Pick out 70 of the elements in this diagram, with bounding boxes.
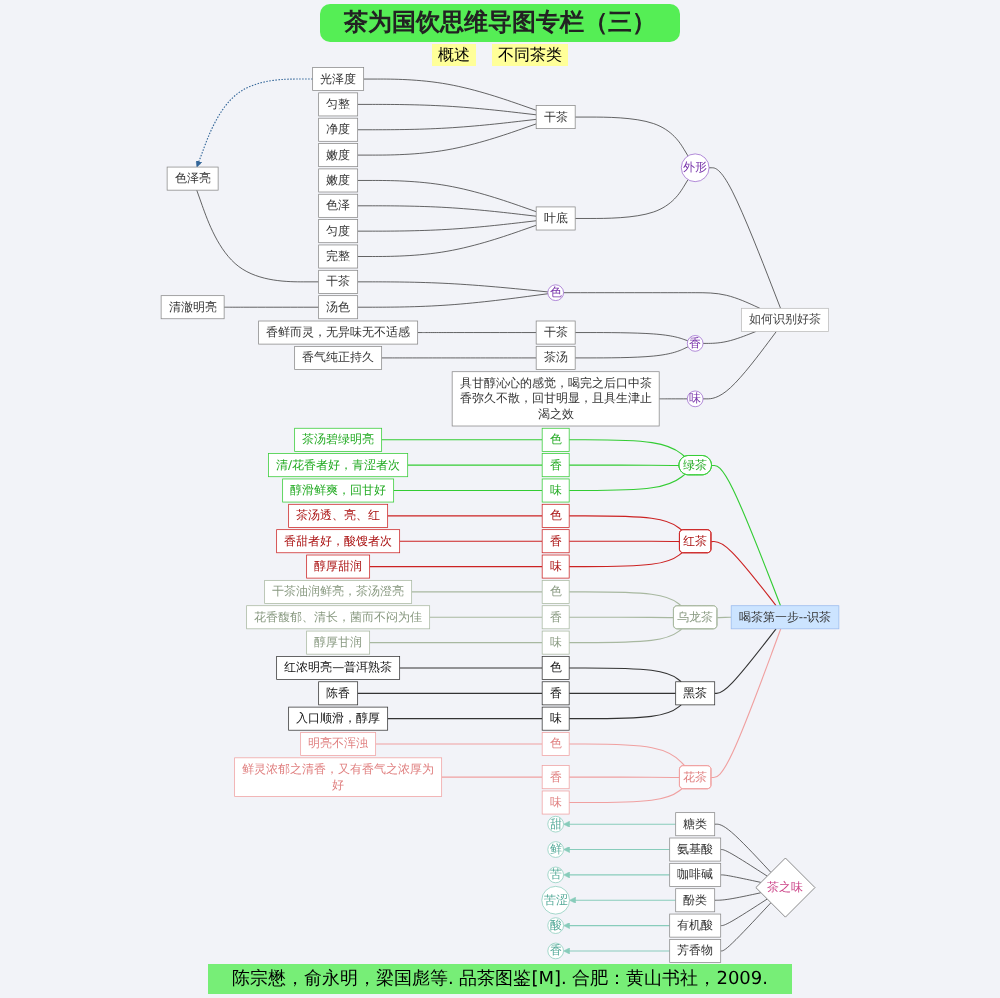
connector	[568, 552, 683, 568]
connector	[357, 224, 537, 257]
connector	[563, 292, 761, 309]
connector	[702, 331, 757, 344]
connector	[568, 743, 686, 767]
connector	[568, 464, 680, 467]
note-tag: 不同茶类	[492, 44, 568, 66]
connector	[568, 515, 683, 531]
arrow	[563, 947, 671, 955]
connector	[357, 118, 537, 131]
connector	[357, 220, 537, 232]
connector	[411, 591, 543, 593]
connector	[407, 464, 543, 466]
connector	[568, 439, 686, 458]
arrow	[569, 896, 677, 904]
connector	[574, 179, 689, 219]
connector	[357, 293, 549, 308]
connector	[196, 189, 320, 283]
connector	[574, 332, 689, 342]
connector	[720, 849, 768, 877]
connector	[711, 464, 782, 607]
connector	[357, 180, 537, 213]
connector	[357, 281, 549, 293]
connector	[417, 332, 537, 333]
connector	[702, 331, 777, 400]
arrow	[563, 846, 671, 853]
connector	[393, 489, 543, 492]
connector	[363, 78, 537, 111]
connector	[568, 591, 683, 607]
connector	[568, 788, 683, 804]
connector	[714, 892, 762, 901]
connector	[568, 473, 686, 492]
connector	[708, 167, 781, 309]
connector	[375, 743, 543, 745]
connector	[568, 776, 681, 779]
connector	[710, 628, 782, 779]
connector	[357, 123, 537, 156]
connector	[381, 439, 543, 441]
arrow	[563, 922, 671, 929]
connector	[568, 692, 677, 694]
connector	[387, 515, 543, 517]
connector	[357, 692, 543, 694]
connector	[714, 628, 777, 694]
connector	[399, 667, 543, 669]
title-banner: 茶为国饮思维导图专栏（三）	[320, 4, 680, 42]
connector	[369, 566, 543, 568]
connector	[399, 540, 543, 542]
connector	[714, 823, 772, 873]
connector	[357, 104, 537, 116]
connector	[441, 776, 543, 778]
connector	[720, 898, 768, 926]
caption-banner: 陈宗懋，俞永明，梁国彪等. 品茶图鉴[M]. 合肥：黄山书社，2009.	[208, 964, 792, 994]
connector	[357, 205, 537, 217]
connector	[574, 116, 689, 157]
connector	[387, 718, 543, 720]
connector	[568, 540, 681, 543]
arrow	[195, 78, 314, 168]
connector	[720, 902, 772, 952]
connector	[568, 704, 682, 720]
connector	[568, 628, 683, 644]
connector	[574, 346, 689, 359]
connector	[429, 616, 543, 618]
arrow	[563, 820, 677, 828]
connector	[568, 616, 675, 619]
connector	[369, 642, 543, 644]
arrow	[563, 871, 671, 879]
connector	[568, 667, 682, 683]
note-tag: 概述	[432, 44, 476, 66]
connector	[720, 874, 762, 883]
connector	[710, 540, 777, 607]
